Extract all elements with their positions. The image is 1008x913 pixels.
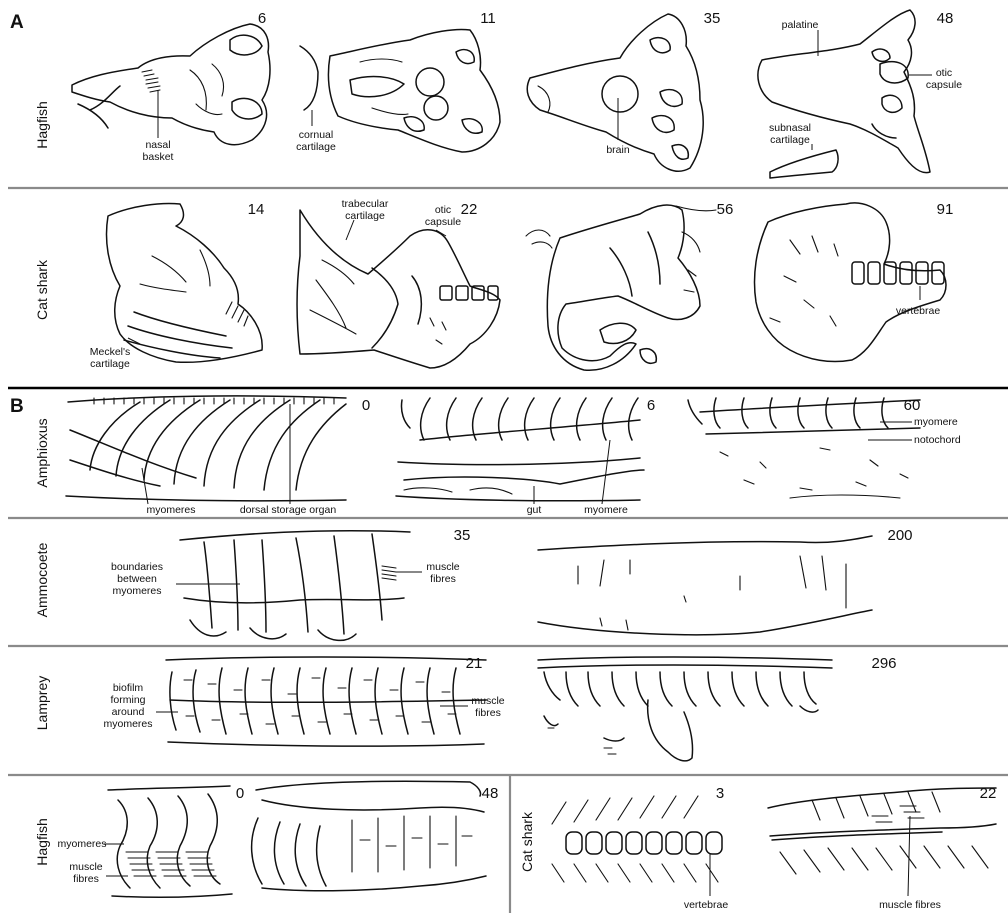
label-subnasal-cartilage: cartilage bbox=[770, 134, 810, 146]
label-gut: gut bbox=[527, 504, 542, 516]
label-meckels: Meckel's bbox=[90, 346, 131, 358]
label-vertebrae-b5: vertebrae bbox=[684, 899, 729, 911]
stage-b-hagfish-2: 48 bbox=[482, 785, 499, 802]
label-myomere-b1-60: myomere bbox=[914, 416, 958, 428]
row-label-b-amphioxus: Amphioxus bbox=[34, 418, 50, 487]
drawing-amphioxus-stage-60 bbox=[688, 398, 920, 498]
label-otic-capsule: capsule bbox=[926, 79, 962, 91]
label-cornual-cartilage: cartilage bbox=[296, 141, 336, 153]
label-otic-a2: otic bbox=[435, 204, 451, 216]
stage-b-amphioxus-3: 60 bbox=[904, 397, 921, 414]
drawing-ammocoete-stage-200 bbox=[538, 536, 872, 635]
label-myomere-b1: myomere bbox=[584, 504, 628, 516]
label-muscle-b4: muscle bbox=[69, 861, 102, 873]
label-muscle-b3: muscle bbox=[471, 695, 504, 707]
label-palatine: palatine bbox=[782, 19, 819, 31]
label-boundaries: boundaries bbox=[111, 561, 163, 573]
label-fibres-b3: fibres bbox=[475, 707, 501, 719]
stage-b-lamprey-2: 296 bbox=[871, 655, 896, 672]
panel-b-letter: B bbox=[10, 396, 24, 417]
label-biofilm: biofilm bbox=[113, 682, 144, 694]
label-vertebrae-a2: vertebrae bbox=[896, 305, 941, 317]
label-muscle-fibres-b5: muscle fibres bbox=[879, 899, 941, 911]
stage-b-hagfish-1: 0 bbox=[236, 785, 244, 802]
drawing-hagfish-b-stage-0 bbox=[108, 786, 232, 897]
drawing-catshark-stage-56 bbox=[526, 205, 700, 370]
drawing-catshark-b-stage-3 bbox=[552, 796, 722, 882]
label-brain: brain bbox=[606, 144, 630, 156]
label-dorsal-storage-organ: dorsal storage organ bbox=[240, 504, 336, 516]
label-basket: basket bbox=[143, 151, 174, 163]
row-label-a-hagfish: Hagfish bbox=[34, 101, 50, 148]
label-fibres-b4: fibres bbox=[73, 873, 99, 885]
stage-b-catshark-2: 22 bbox=[980, 785, 997, 802]
label-between: between bbox=[117, 573, 157, 585]
label-nasal: nasal bbox=[145, 139, 170, 151]
label-trabecular: trabecular bbox=[342, 198, 389, 210]
label-myomeres-b2: myomeres bbox=[112, 585, 161, 597]
stage-b-amphioxus-1: 0 bbox=[362, 397, 370, 414]
label-subnasal: subnasal bbox=[769, 122, 811, 134]
drawing-ammocoete-stage-35 bbox=[180, 531, 410, 641]
stage-a-hagfish-2: 11 bbox=[480, 10, 496, 27]
stage-b-amphioxus-2: 6 bbox=[647, 397, 655, 414]
label-notochord: notochord bbox=[914, 434, 961, 446]
label-forming: forming bbox=[110, 694, 145, 706]
stage-a-hagfish-4: 48 bbox=[937, 10, 954, 27]
panel-a-letter: A bbox=[10, 12, 24, 33]
label-around: around bbox=[112, 706, 145, 718]
label-fibres-b2: fibres bbox=[430, 573, 456, 585]
label-myomeres-b1: myomeres bbox=[146, 504, 195, 516]
label-otic-capsule-a2: capsule bbox=[425, 216, 461, 228]
drawing-amphioxus-stage-6 bbox=[396, 398, 644, 501]
drawing-amphioxus-stage-0 bbox=[66, 396, 346, 501]
stage-b-ammocoete-2: 200 bbox=[887, 527, 912, 544]
stage-b-catshark-1: 3 bbox=[716, 785, 724, 802]
drawing-hagfish-stage-6 bbox=[72, 24, 270, 145]
drawing-catshark-stage-22 bbox=[297, 210, 500, 368]
label-trabecular-cartilage: cartilage bbox=[345, 210, 385, 222]
stage-a-catshark-3: 56 bbox=[717, 201, 734, 218]
drawing-catshark-stage-91 bbox=[755, 203, 947, 362]
drawing-hagfish-b-stage-48 bbox=[252, 781, 486, 891]
label-cornual: cornual bbox=[299, 129, 333, 141]
label-myomeres-b3: myomeres bbox=[103, 718, 152, 730]
stage-a-catshark-4: 91 bbox=[937, 201, 954, 218]
label-muscle-b2: muscle bbox=[426, 561, 459, 573]
stage-a-catshark-1: 14 bbox=[248, 201, 265, 218]
label-meckels-cartilage: cartilage bbox=[90, 358, 130, 370]
row-label-b-ammocoete: Ammocoete bbox=[34, 542, 50, 617]
drawing-lamprey-stage-296 bbox=[538, 657, 832, 761]
drawing-catshark-b-stage-22 bbox=[768, 788, 996, 874]
row-label-b-catshark: Cat shark bbox=[519, 811, 535, 872]
drawing-lamprey-stage-21 bbox=[166, 657, 486, 746]
row-label-a-catshark: Cat shark bbox=[34, 259, 50, 320]
stage-b-ammocoete-1: 35 bbox=[454, 527, 471, 544]
row-label-b-hagfish: Hagfish bbox=[34, 818, 50, 865]
stage-a-hagfish-1: 6 bbox=[258, 10, 266, 27]
label-otic: otic bbox=[936, 67, 952, 79]
row-label-b-lamprey: Lamprey bbox=[34, 676, 50, 730]
stage-a-hagfish-3: 35 bbox=[704, 10, 721, 27]
stage-a-catshark-2: 22 bbox=[461, 201, 478, 218]
drawing-hagfish-stage-48 bbox=[758, 10, 930, 178]
label-myomeres-b4: myomeres bbox=[57, 838, 106, 850]
stage-b-lamprey-1: 21 bbox=[466, 655, 483, 672]
